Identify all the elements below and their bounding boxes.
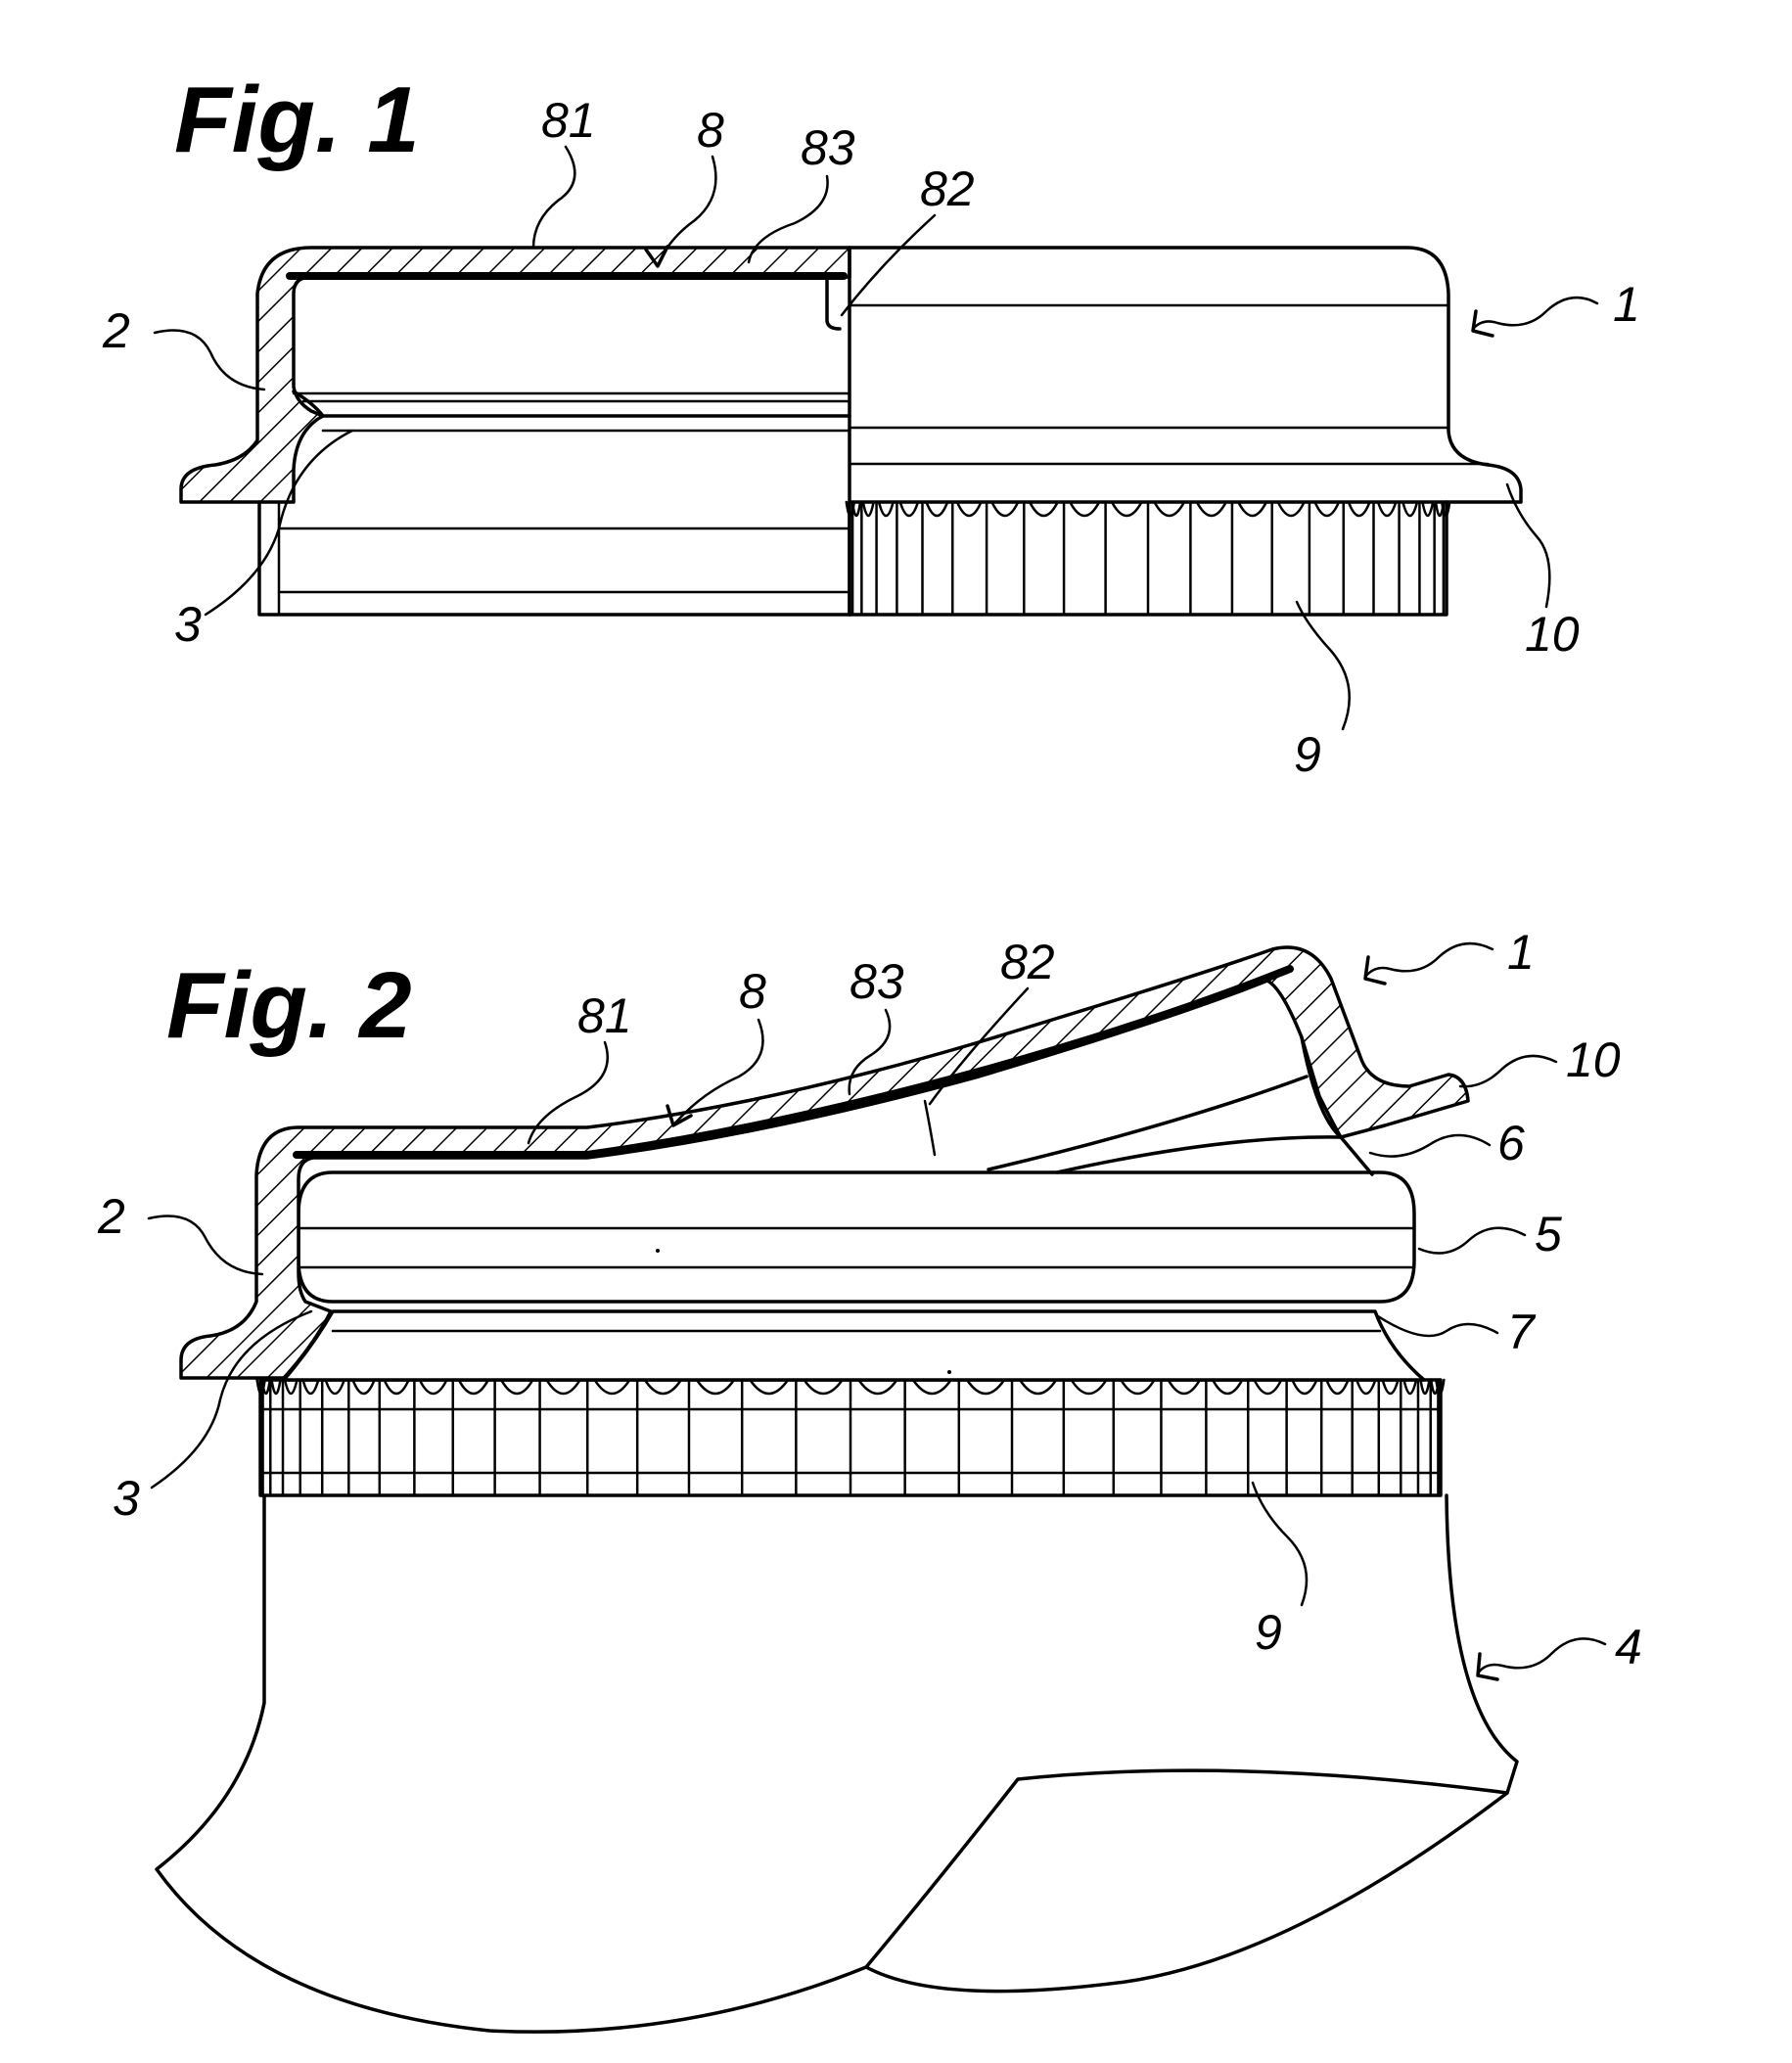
fig1-knurl-rib-scallop: [957, 502, 981, 516]
fig1-leader-10: [1507, 484, 1549, 607]
fig1-cap-wall: [181, 248, 850, 502]
fig2-label-8: 8: [739, 964, 766, 1019]
fig1-label-83: 83: [801, 120, 855, 175]
fig2-leader-7: [1378, 1316, 1497, 1336]
fig1-knurl-rib-scallop: [1278, 502, 1305, 516]
fig1-knurl-rib-scallop: [927, 502, 948, 516]
figure-1-title: Fig. 1: [174, 68, 420, 172]
fig1-knurl-rib-scallop: [1315, 502, 1339, 516]
fig1-knurl-rib-scallop: [900, 502, 918, 516]
fig2-label-82: 82: [1000, 935, 1055, 989]
fig1-knurl-rib-scallop: [1378, 502, 1396, 516]
fig2-label-10: 10: [1566, 1032, 1621, 1087]
fig1-knurl-rib-scallop: [879, 502, 894, 516]
fig2-liner-lip-82: [925, 1101, 935, 1155]
fig1-label-10: 10: [1525, 607, 1580, 662]
fig1-reference-labels: 81 8 83 82 2 1 3 10 9: [102, 93, 1640, 782]
fig2-leader-6: [1370, 1135, 1490, 1157]
fig2-inner-seal: [299, 1172, 1414, 1302]
fig1-label-82: 82: [920, 161, 975, 216]
fig1-inner-bead: [294, 391, 850, 416]
fig1-knurl-rib-scallop: [991, 502, 1018, 516]
fig1-leader-82: [842, 215, 935, 315]
fig2-label-5: 5: [1535, 1207, 1562, 1261]
fig1-knurl-rib-scallop: [1422, 502, 1433, 516]
fig2-label-1: 1: [1507, 925, 1535, 980]
fig2-leader-4: [1478, 1638, 1605, 1673]
fig1-leader-2: [155, 331, 264, 390]
fig1-cap-exterior: [847, 248, 1521, 615]
figure-2-title: Fig. 2: [166, 953, 412, 1058]
fig2-bottle-fold: [866, 1770, 1507, 1967]
fig1-knurl-rib-scallop: [1155, 502, 1184, 516]
fig1-knurl-rib-scallop: [1197, 502, 1226, 516]
fig2-label-81: 81: [577, 988, 632, 1043]
fig2-leader-2: [149, 1216, 262, 1275]
fig1-label-2: 2: [102, 303, 130, 358]
figure-1: Fig. 1: [102, 68, 1640, 782]
fig1-label-1: 1: [1613, 277, 1640, 332]
fig2-neck: [284, 1311, 1424, 1380]
fig2-label-7: 7: [1507, 1305, 1537, 1359]
fig2-seal-dot: [656, 1249, 660, 1253]
fig1-knurl-rib-scallop: [1238, 502, 1266, 516]
fig1-knurl-rib-scallop: [1112, 502, 1141, 516]
fig1-liner-lip: [827, 279, 840, 329]
fig2-label-3: 3: [113, 1471, 140, 1526]
fig1-leader-81: [533, 147, 574, 248]
fig1-knurl-rib-scallop: [863, 502, 874, 516]
fig2-neck-dot: [947, 1370, 951, 1374]
fig2-leader-10: [1460, 1056, 1556, 1086]
fig1-knurl-rib-scallop: [1349, 502, 1370, 516]
figure-2: Fig. 2 81 8 83: [97, 925, 1642, 2032]
fig1-skirt-section: [259, 502, 850, 615]
fig1-knurl-rib-scallop: [1402, 502, 1417, 516]
fig2-label-4: 4: [1615, 1620, 1642, 1674]
fig1-label-9: 9: [1294, 727, 1321, 782]
fig1-label-81: 81: [541, 93, 596, 148]
fig1-knurl-rib-scallop: [1070, 502, 1099, 516]
fig1-label-3: 3: [174, 597, 202, 652]
fig2-leader-9: [1253, 1483, 1307, 1605]
fig1-leader-1: [1473, 298, 1597, 329]
fig2-label-6: 6: [1497, 1116, 1525, 1170]
fig2-label-9: 9: [1255, 1605, 1282, 1660]
fig1-cap-section: [181, 248, 850, 615]
fig2-leader-1: [1365, 943, 1493, 977]
fig2-label-2: 2: [97, 1189, 125, 1244]
fig1-leader-9: [1297, 602, 1350, 729]
fig1-knurl-ribs: [847, 502, 1449, 615]
fig2-leader-5: [1419, 1228, 1525, 1254]
fig1-label-8: 8: [697, 103, 724, 158]
fig2-bottle-body: [157, 1495, 1517, 2032]
fig2-label-83: 83: [850, 954, 904, 1009]
fig1-knurl-rib-scallop: [1030, 502, 1058, 516]
